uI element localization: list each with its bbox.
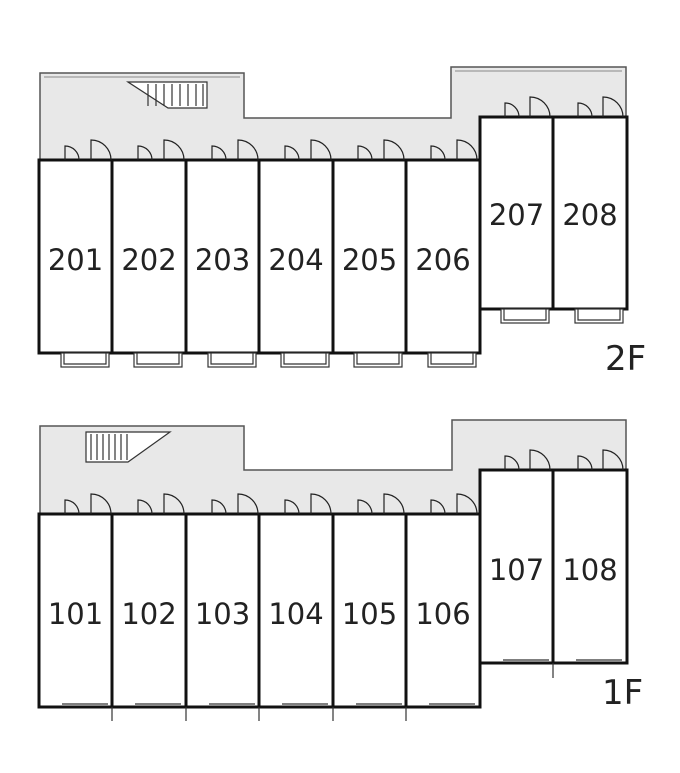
- doors-1f: [64, 449, 624, 515]
- balconies-2f: [60, 308, 624, 368]
- unit-label: 107: [489, 553, 544, 587]
- floor-1f: 101 102 103 104 105 106 107 108 1F: [37, 419, 643, 721]
- unit-label: 202: [121, 243, 176, 277]
- unit-label: 203: [195, 243, 250, 277]
- doors-2f: [64, 96, 624, 161]
- unit-106[interactable]: [404, 512, 482, 709]
- unit-label: 101: [48, 597, 103, 631]
- unit-label: 106: [415, 597, 470, 631]
- unit-105[interactable]: [331, 512, 408, 709]
- unit-103[interactable]: [184, 512, 261, 709]
- corridor-2f-outer-line: [44, 70, 622, 78]
- unit-204[interactable]: [257, 158, 335, 355]
- unit-label: 208: [562, 198, 617, 232]
- floor-label-2f: 2F: [605, 339, 646, 379]
- unit-row-1f: [37, 512, 482, 709]
- unit-label: 103: [195, 597, 250, 631]
- unit-labels-2f: 201 202 203 204 205 206 207 208: [48, 198, 618, 277]
- unit-label: 206: [415, 243, 470, 277]
- unit-row-2f: [37, 158, 482, 355]
- unit-108[interactable]: [551, 468, 629, 665]
- unit-label: 201: [48, 243, 103, 277]
- unit-label: 204: [268, 243, 323, 277]
- unit-label: 108: [562, 553, 617, 587]
- unit-202[interactable]: [110, 158, 188, 355]
- unit-label: 205: [342, 243, 397, 277]
- unit-label: 104: [268, 597, 323, 631]
- floor-2f: 201 202 203 204 205 206 207 208 2F: [37, 66, 646, 379]
- unit-side-2f: [478, 115, 629, 311]
- unit-104[interactable]: [257, 512, 335, 709]
- unit-side-1f: [478, 468, 629, 665]
- unit-102[interactable]: [110, 512, 188, 709]
- unit-206[interactable]: [404, 158, 482, 355]
- unit-label: 207: [489, 198, 544, 232]
- stairs-2f: [125, 81, 208, 109]
- unit-labels-1f: 101 102 103 104 105 106 107 108: [48, 553, 618, 631]
- unit-208[interactable]: [551, 115, 629, 311]
- floor-label-1f: 1F: [602, 673, 643, 713]
- unit-label: 102: [121, 597, 176, 631]
- windows-1f: [62, 659, 622, 721]
- unit-label: 105: [342, 597, 397, 631]
- unit-101[interactable]: [37, 512, 114, 709]
- stairs-1f: [85, 431, 172, 463]
